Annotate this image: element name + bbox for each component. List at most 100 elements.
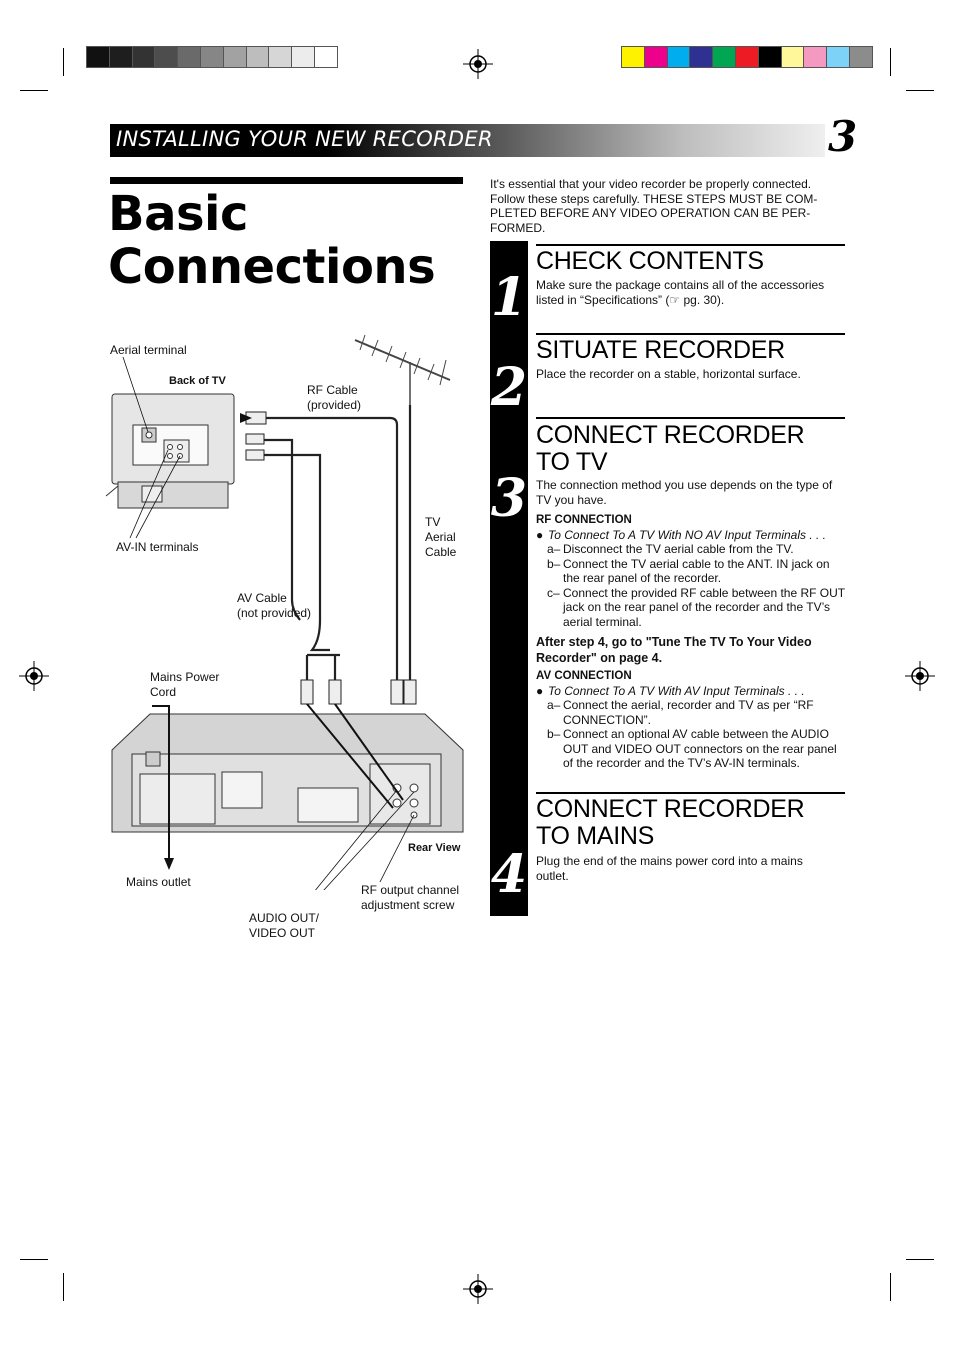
color-swatch — [804, 46, 828, 68]
step-4-title: CONNECT RECORDER TO MAINS — [536, 795, 805, 850]
color-swatch — [223, 46, 247, 68]
vcr-rear-illustration — [111, 713, 464, 833]
step-1-title: CHECK CONTENTS — [536, 247, 764, 275]
rf-item-text: Disconnect the TV aerial cable from the … — [563, 542, 794, 556]
label-audio-out-line1: AUDIO OUT/ — [249, 911, 320, 925]
color-swatch — [269, 46, 293, 68]
crop-mark — [20, 90, 48, 91]
color-swatch — [667, 46, 691, 68]
registration-target-icon — [19, 661, 49, 691]
color-swatch — [314, 46, 338, 68]
av-cable-audio — [263, 438, 301, 621]
label-mains-cord-line2: Cord — [150, 685, 177, 699]
rf-item: b–Connect the TV aerial cable to the ANT… — [536, 557, 846, 586]
color-swatch — [109, 46, 133, 68]
label-rf-adjustment-screw: RF output channel adjustment screw — [361, 883, 459, 913]
step-rule — [536, 417, 845, 419]
color-swatch — [86, 46, 110, 68]
label-audio-out-line2: VIDEO OUT — [249, 926, 316, 940]
av-item-text: Connect an optional AV cable between the… — [563, 727, 837, 770]
page-title-line2: Connections — [108, 239, 436, 295]
label-av-cable: AV Cable (not provided) — [237, 591, 311, 621]
step-3-title: CONNECT RECORDER TO TV — [536, 421, 805, 476]
page-title: Basic Connections — [108, 188, 436, 295]
crop-mark — [63, 48, 64, 76]
label-back-of-tv: Back of TV — [169, 375, 226, 387]
tv-back-illustration — [105, 393, 235, 509]
connection-diagram — [105, 334, 464, 890]
color-swatch — [292, 46, 315, 68]
rf-bullet: ●To Connect To A TV With NO AV Input Ter… — [536, 527, 827, 542]
color-swatch — [621, 46, 645, 68]
step-2-title: SITUATE RECORDER — [536, 336, 785, 364]
color-swatch — [132, 46, 156, 68]
label-rf-cable-line1: RF Cable — [307, 383, 358, 397]
step-number-2: 2 — [490, 357, 528, 418]
label-rf-cable-line2: (provided) — [307, 398, 362, 412]
color-swatch — [827, 46, 850, 68]
label-av-cable-line2: (not provided) — [237, 606, 312, 620]
color-swatch — [200, 46, 224, 68]
color-swatch — [155, 46, 179, 68]
step-rule — [536, 244, 845, 246]
av-bullet-text: To Connect To A TV With AV Input Termina… — [548, 683, 805, 698]
crop-mark — [890, 48, 891, 76]
step-number-column — [490, 241, 528, 916]
registration-target-icon — [905, 661, 935, 691]
color-swatch — [178, 46, 201, 68]
rf-item-key: c– — [547, 585, 560, 600]
label-rf-screw-line2: adjustment screw — [361, 898, 455, 912]
section-title: INSTALLING YOUR NEW RECORDER — [116, 127, 493, 151]
av-cable-video — [263, 453, 330, 652]
intro-text: It's essential that your video recorder … — [490, 177, 818, 235]
step-1-body: Make sure the package contains all of th… — [536, 278, 825, 307]
color-swatch — [690, 46, 714, 68]
rf-item-key: a– — [547, 542, 561, 556]
rf-connection-heading: RF CONNECTION — [536, 514, 632, 526]
label-tv-aerial-line1: TV — [425, 515, 441, 529]
arrow-icon — [240, 413, 252, 423]
rf-item-text: Connect the TV aerial cable to the ANT. … — [563, 556, 830, 586]
av-item: b–Connect an optional AV cable between t… — [536, 727, 846, 771]
crop-mark — [890, 1273, 891, 1301]
step-rule — [536, 333, 845, 335]
label-audio-video-out: AUDIO OUT/ VIDEO OUT — [249, 911, 319, 941]
av-connection-heading: AV CONNECTION — [536, 670, 632, 682]
label-av-cable-line1: AV Cable — [237, 591, 287, 605]
rf-item-text: Connect the provided RF cable between th… — [563, 585, 845, 629]
color-swatch — [849, 46, 873, 68]
step-4-body: Plug the end of the mains power cord int… — [536, 854, 803, 883]
label-tv-aerial-line3: Cable — [425, 545, 457, 559]
step-number-4: 4 — [490, 844, 528, 905]
after-step-note: After step 4, go to "Tune The TV To Your… — [536, 635, 812, 665]
title-rule — [110, 177, 463, 184]
rf-cable — [265, 416, 399, 680]
label-mains-cord-line1: Mains Power — [150, 670, 220, 684]
down-arrow-icon — [164, 858, 174, 870]
color-swatch — [644, 46, 668, 68]
label-mains-outlet: Mains outlet — [126, 875, 191, 889]
color-registration-bar — [621, 46, 873, 68]
label-tv-aerial-line2: Aerial — [425, 530, 456, 544]
label-rear-view: Rear View — [408, 842, 461, 854]
section-header-band — [110, 124, 825, 157]
av-item-key: b– — [547, 727, 561, 741]
registration-target-icon — [463, 1274, 493, 1304]
label-aerial-terminal: Aerial terminal — [110, 343, 187, 357]
label-rf-screw-line1: RF output channel — [361, 883, 460, 897]
step-3-body: The connection method you use depends on… — [536, 478, 833, 507]
crop-mark — [906, 1259, 934, 1260]
rf-item: a–Disconnect the TV aerial cable from th… — [536, 542, 846, 557]
step-2-body: Place the recorder on a stable, horizont… — [536, 367, 801, 381]
aerial-antenna-icon — [354, 334, 451, 405]
label-tv-aerial-cable: TV Aerial Cable — [425, 515, 456, 560]
color-swatch — [735, 46, 759, 68]
av-item-text: Connect the aerial, recorder and TV as p… — [563, 698, 814, 727]
rf-item: c–Connect the provided RF cable between … — [536, 586, 846, 630]
label-rf-cable: RF Cable (provided) — [307, 383, 361, 413]
color-swatch — [781, 46, 805, 68]
av-item: a–Connect the aerial, recorder and TV as… — [536, 698, 846, 727]
av-bullet: ●To Connect To A TV With AV Input Termin… — [536, 683, 805, 698]
step-3-content: The connection method you use depends on… — [536, 478, 846, 771]
step-number-3: 3 — [490, 468, 528, 529]
